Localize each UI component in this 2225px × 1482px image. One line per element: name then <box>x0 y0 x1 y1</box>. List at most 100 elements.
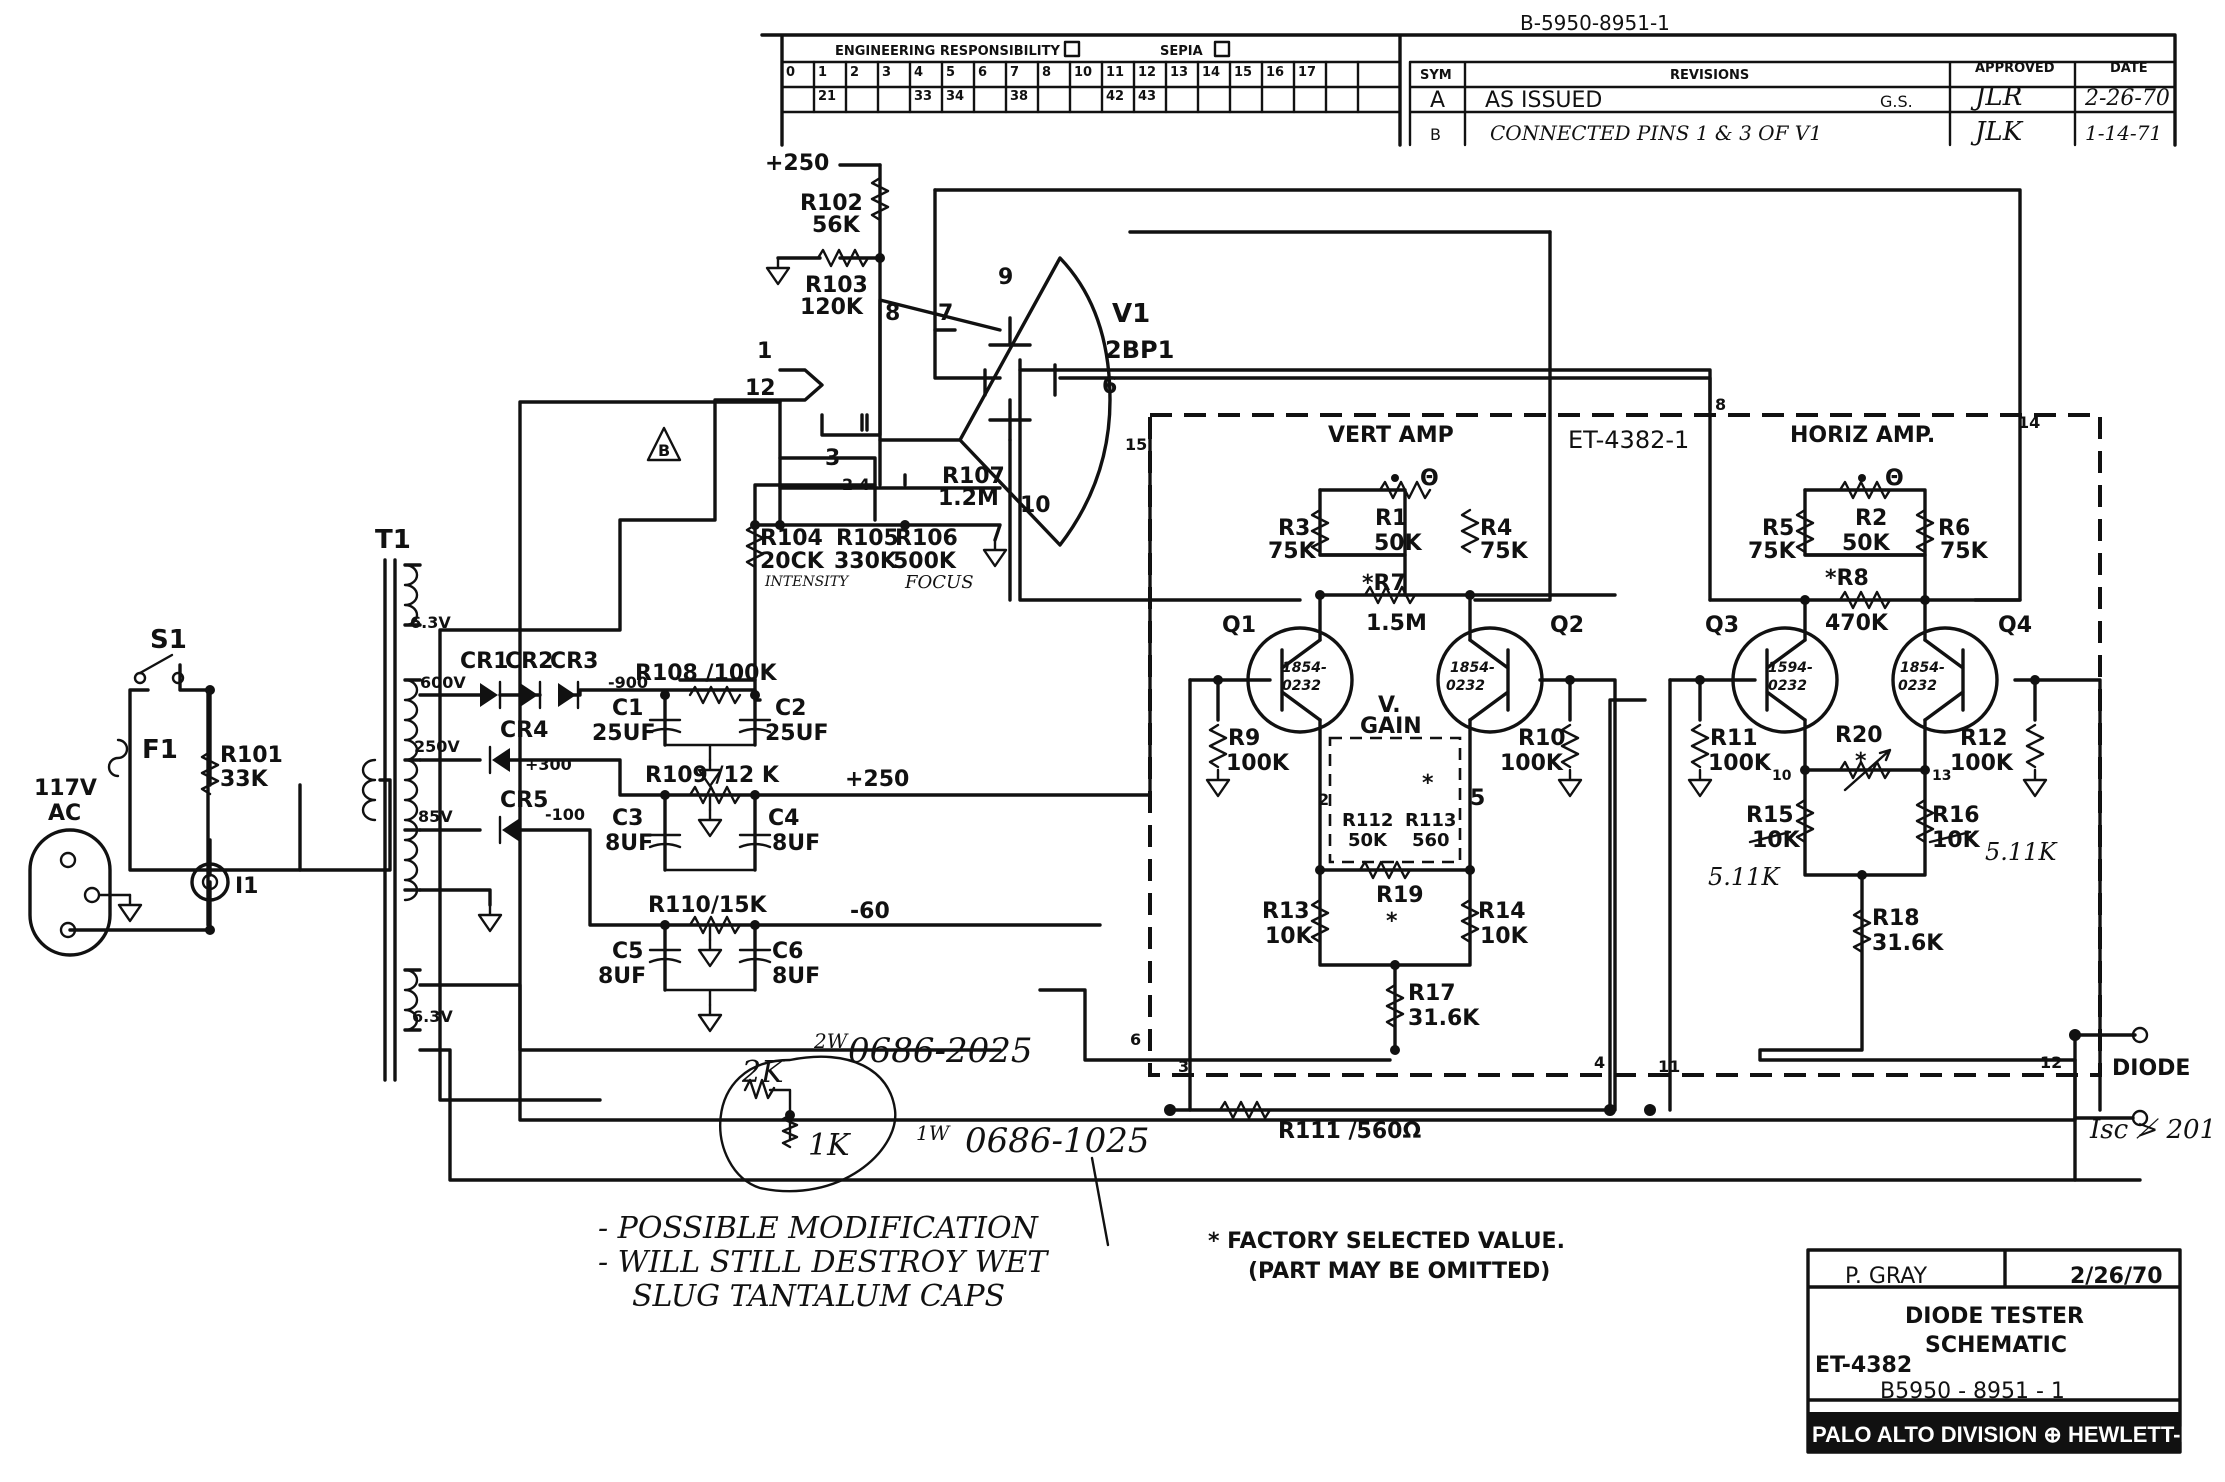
v1-type: 2BP1 <box>1105 336 1174 364</box>
crt-v1 <box>878 256 1712 602</box>
header-cell-number: 13 <box>1170 65 1188 80</box>
q4-part-b: 0232 <box>1898 678 1937 694</box>
isc-note: Isc ≯ 201 <box>2089 1115 2216 1145</box>
hw-part-a: 0686-2025 <box>848 1031 1033 1071</box>
board-label: ET-4382-1 <box>1568 426 1689 454</box>
pin-7: 7 <box>938 301 953 326</box>
header-cell-number: 17 <box>1298 65 1316 80</box>
header-cell-number: 16 <box>1266 65 1284 80</box>
f1-label: F1 <box>142 735 178 765</box>
pin-2-4: 2 4 <box>842 475 870 494</box>
cr4-diode <box>492 748 510 772</box>
title-model: ET-4382 <box>1815 1353 1912 1378</box>
r109-label: R109 /12 K <box>645 763 780 788</box>
pin-8b: 8 <box>1715 395 1726 414</box>
header-cell-number: 43 <box>1138 89 1156 104</box>
q1-label: Q1 <box>1222 613 1256 638</box>
r14-label: R14 <box>1478 899 1526 924</box>
r104-value: 20CK <box>760 549 825 574</box>
rev-a-sym: A <box>1430 88 1445 113</box>
r3-label: R3 <box>1278 516 1310 541</box>
r112-label: R112 <box>1342 810 1393 831</box>
pin-12: 12 <box>745 376 776 401</box>
component-labels: R102 56K R103 120K 1 12 8 7 9 3 2 4 6 10… <box>34 191 2216 1314</box>
header-cell-number: 21 <box>818 89 836 104</box>
header-block: B-5950-8951-1 ENGINEERING RESPONSIBILITY… <box>760 11 2177 147</box>
tap-85v: 85V <box>418 807 453 826</box>
rev-b-date: 1-14-71 <box>2085 121 2162 145</box>
vert-amp-label: VERT AMP <box>1328 423 1454 448</box>
hw-1w: 1W <box>916 1121 951 1145</box>
r107-value: 1.2M <box>938 486 999 511</box>
r4-resistor <box>1460 508 1480 554</box>
r13-resistor <box>1310 898 1330 944</box>
r106-label: R106 <box>895 526 958 551</box>
header-cell-number: 34 <box>946 89 964 104</box>
hw-2k: 2K <box>741 1055 785 1090</box>
c4-capacitor <box>738 833 772 872</box>
header-cell-number: 6 <box>978 65 987 80</box>
date-header: DATE <box>2110 61 2148 76</box>
node-6: 6 <box>1130 1030 1141 1049</box>
c6-capacitor <box>738 948 772 992</box>
header-cell-number: 12 <box>1138 65 1156 80</box>
r7-label: *R7 <box>1362 571 1406 596</box>
c1-value: 25UF <box>592 721 656 746</box>
drawn-by: P. GRAY <box>1845 1264 1928 1289</box>
minus-900: -900 <box>608 673 648 692</box>
r20-label: R20 <box>1835 723 1883 748</box>
r9-resistor <box>1208 723 1228 769</box>
fuse-f1 <box>107 738 129 778</box>
r6-value: 75K <box>1940 539 1989 564</box>
r104-resistor <box>745 523 765 569</box>
transistor-q4-symbol <box>1891 626 1999 734</box>
r107-label: R107 <box>942 464 1005 489</box>
c5-label: C5 <box>612 939 643 964</box>
rev-b-approved: JLK <box>1970 117 2024 147</box>
r108-label: R108 /100K <box>635 661 777 686</box>
r2-label: R2 <box>1855 506 1887 531</box>
rev-a-approved: JLR <box>1970 82 2022 112</box>
r10-label: R10 <box>1518 726 1566 751</box>
ac-plug <box>28 828 112 957</box>
r6-resistor <box>1915 508 1935 554</box>
cr2-diode <box>520 683 538 707</box>
r19-resistor <box>1358 860 1412 880</box>
r12-resistor <box>2025 723 2045 769</box>
q1-part-b: 0232 <box>1282 678 1321 694</box>
r103-value: 120K <box>800 295 864 320</box>
ac-label: AC <box>48 801 81 826</box>
tap-600v: 600V <box>420 673 466 692</box>
r101-resistor <box>200 750 220 796</box>
header-cell-number: 10 <box>1074 65 1092 80</box>
header-cell-number: 8 <box>1042 65 1051 80</box>
r19-label: R19 <box>1376 883 1424 908</box>
r111-label: R111 /560Ω <box>1278 1119 1421 1144</box>
rev-b-triangle <box>646 426 682 462</box>
r18-value: 31.6K <box>1872 931 1944 956</box>
r113-label: R113 <box>1405 810 1456 831</box>
c2-label: C2 <box>775 696 806 721</box>
node-10: 10 <box>1772 768 1792 784</box>
sym-header: SYM <box>1420 68 1452 83</box>
factory-note-line2: (PART MAY BE OMITTED) <box>1248 1259 1550 1284</box>
pin-6: 6 <box>1102 374 1117 399</box>
r15-label: R15 <box>1746 803 1794 828</box>
c2-capacitor <box>738 718 772 747</box>
r14-value: 10K <box>1480 924 1529 949</box>
rev-b-sym: B <box>1430 125 1441 144</box>
r105-label: R105 <box>836 526 899 551</box>
r7-resistor <box>1363 585 1417 605</box>
r2-resistor <box>1838 480 1892 500</box>
minus-100: -100 <box>545 805 585 824</box>
r13-value: 10K <box>1265 924 1314 949</box>
hw-2w: 2W <box>813 1029 849 1053</box>
rev-b-text: CONNECTED PINS 1 & 3 OF V1 <box>1490 121 1822 145</box>
r5-resistor <box>1795 508 1815 554</box>
diode-terminal-label: DIODE <box>2112 1056 2190 1081</box>
horiz-amp-label: HORIZ AMP. <box>1790 423 1935 448</box>
header-cell-number: 3 <box>882 65 891 80</box>
r18-resistor <box>1852 908 1872 954</box>
rev-b-marker: B <box>658 441 670 460</box>
